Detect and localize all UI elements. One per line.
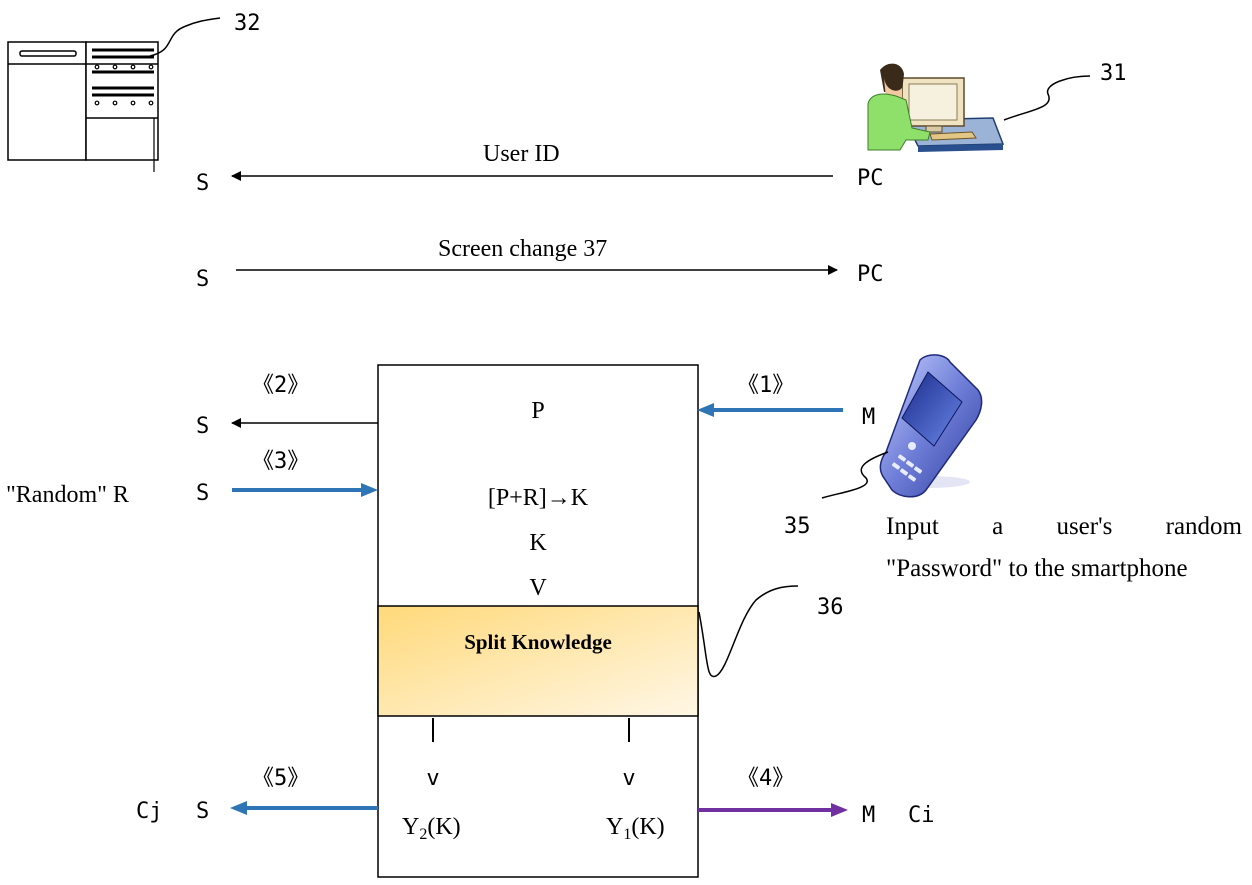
- m-node-2: M: [862, 803, 875, 828]
- m-node-1: M: [862, 405, 875, 430]
- step-4-arrowhead: [831, 803, 848, 817]
- smartphone-icon: [879, 354, 983, 498]
- step-2-label: 《2》: [252, 373, 309, 398]
- leader-line-32: [149, 17, 221, 57]
- step-4-label: 《4》: [737, 766, 794, 791]
- s-node-1: S: [196, 171, 209, 196]
- pc-node-1: PC: [857, 166, 884, 191]
- formula-label: [P+R]→K: [488, 485, 589, 511]
- user-id-label: User ID: [483, 141, 560, 167]
- v-right-marker: v: [622, 766, 635, 791]
- pc-user-icon: [867, 63, 1005, 152]
- screen-change-label: Screen change 37: [438, 236, 607, 262]
- leader-line-36: [698, 585, 799, 678]
- ref-label-31: 31: [1100, 61, 1127, 86]
- split-knowledge-panel: [377, 605, 699, 717]
- description-word: random: [1165, 513, 1242, 540]
- description-word: Input: [886, 513, 939, 540]
- s-node-3: S: [196, 414, 209, 439]
- cj-label: Cj: [136, 799, 163, 824]
- y1-label: Y1(K): [606, 814, 665, 843]
- smartphone-description: Input a user's random "Password" to the …: [886, 506, 1242, 590]
- ref-label-36: 36: [817, 595, 844, 620]
- s-node-2: S: [196, 267, 209, 292]
- step-3-arrowhead: [361, 483, 378, 497]
- s-node-5: S: [196, 799, 209, 824]
- description-line-2: "Password" to the smartphone: [886, 555, 1188, 582]
- s-node-4: S: [196, 481, 209, 506]
- leader-line-35: [821, 451, 889, 499]
- k-label: K: [529, 530, 547, 556]
- step-3-label: 《3》: [252, 449, 309, 474]
- ci-label: Ci: [908, 803, 935, 828]
- ref-label-32: 32: [234, 11, 261, 36]
- ref-label-35: 35: [784, 514, 811, 539]
- p-label: P: [531, 398, 544, 424]
- v-label: V: [529, 575, 547, 601]
- step-1-label: 《1》: [737, 373, 794, 398]
- server-icon: [7, 41, 159, 172]
- v-left-marker: v: [426, 766, 439, 791]
- description-word: a: [992, 513, 1004, 540]
- description-word: user's: [1056, 513, 1113, 540]
- leader-line-31: [1003, 75, 1091, 121]
- pc-node-2: PC: [857, 262, 884, 287]
- step-5-label: 《5》: [252, 766, 309, 791]
- random-r-label: "Random" R: [6, 482, 129, 508]
- split-knowledge-label: Split Knowledge: [464, 630, 612, 654]
- step-1-arrowhead: [697, 403, 714, 417]
- y2-label: Y2(K): [402, 814, 461, 843]
- step-5-arrowhead: [230, 801, 247, 815]
- description-line-1: Input a user's random: [886, 506, 1242, 548]
